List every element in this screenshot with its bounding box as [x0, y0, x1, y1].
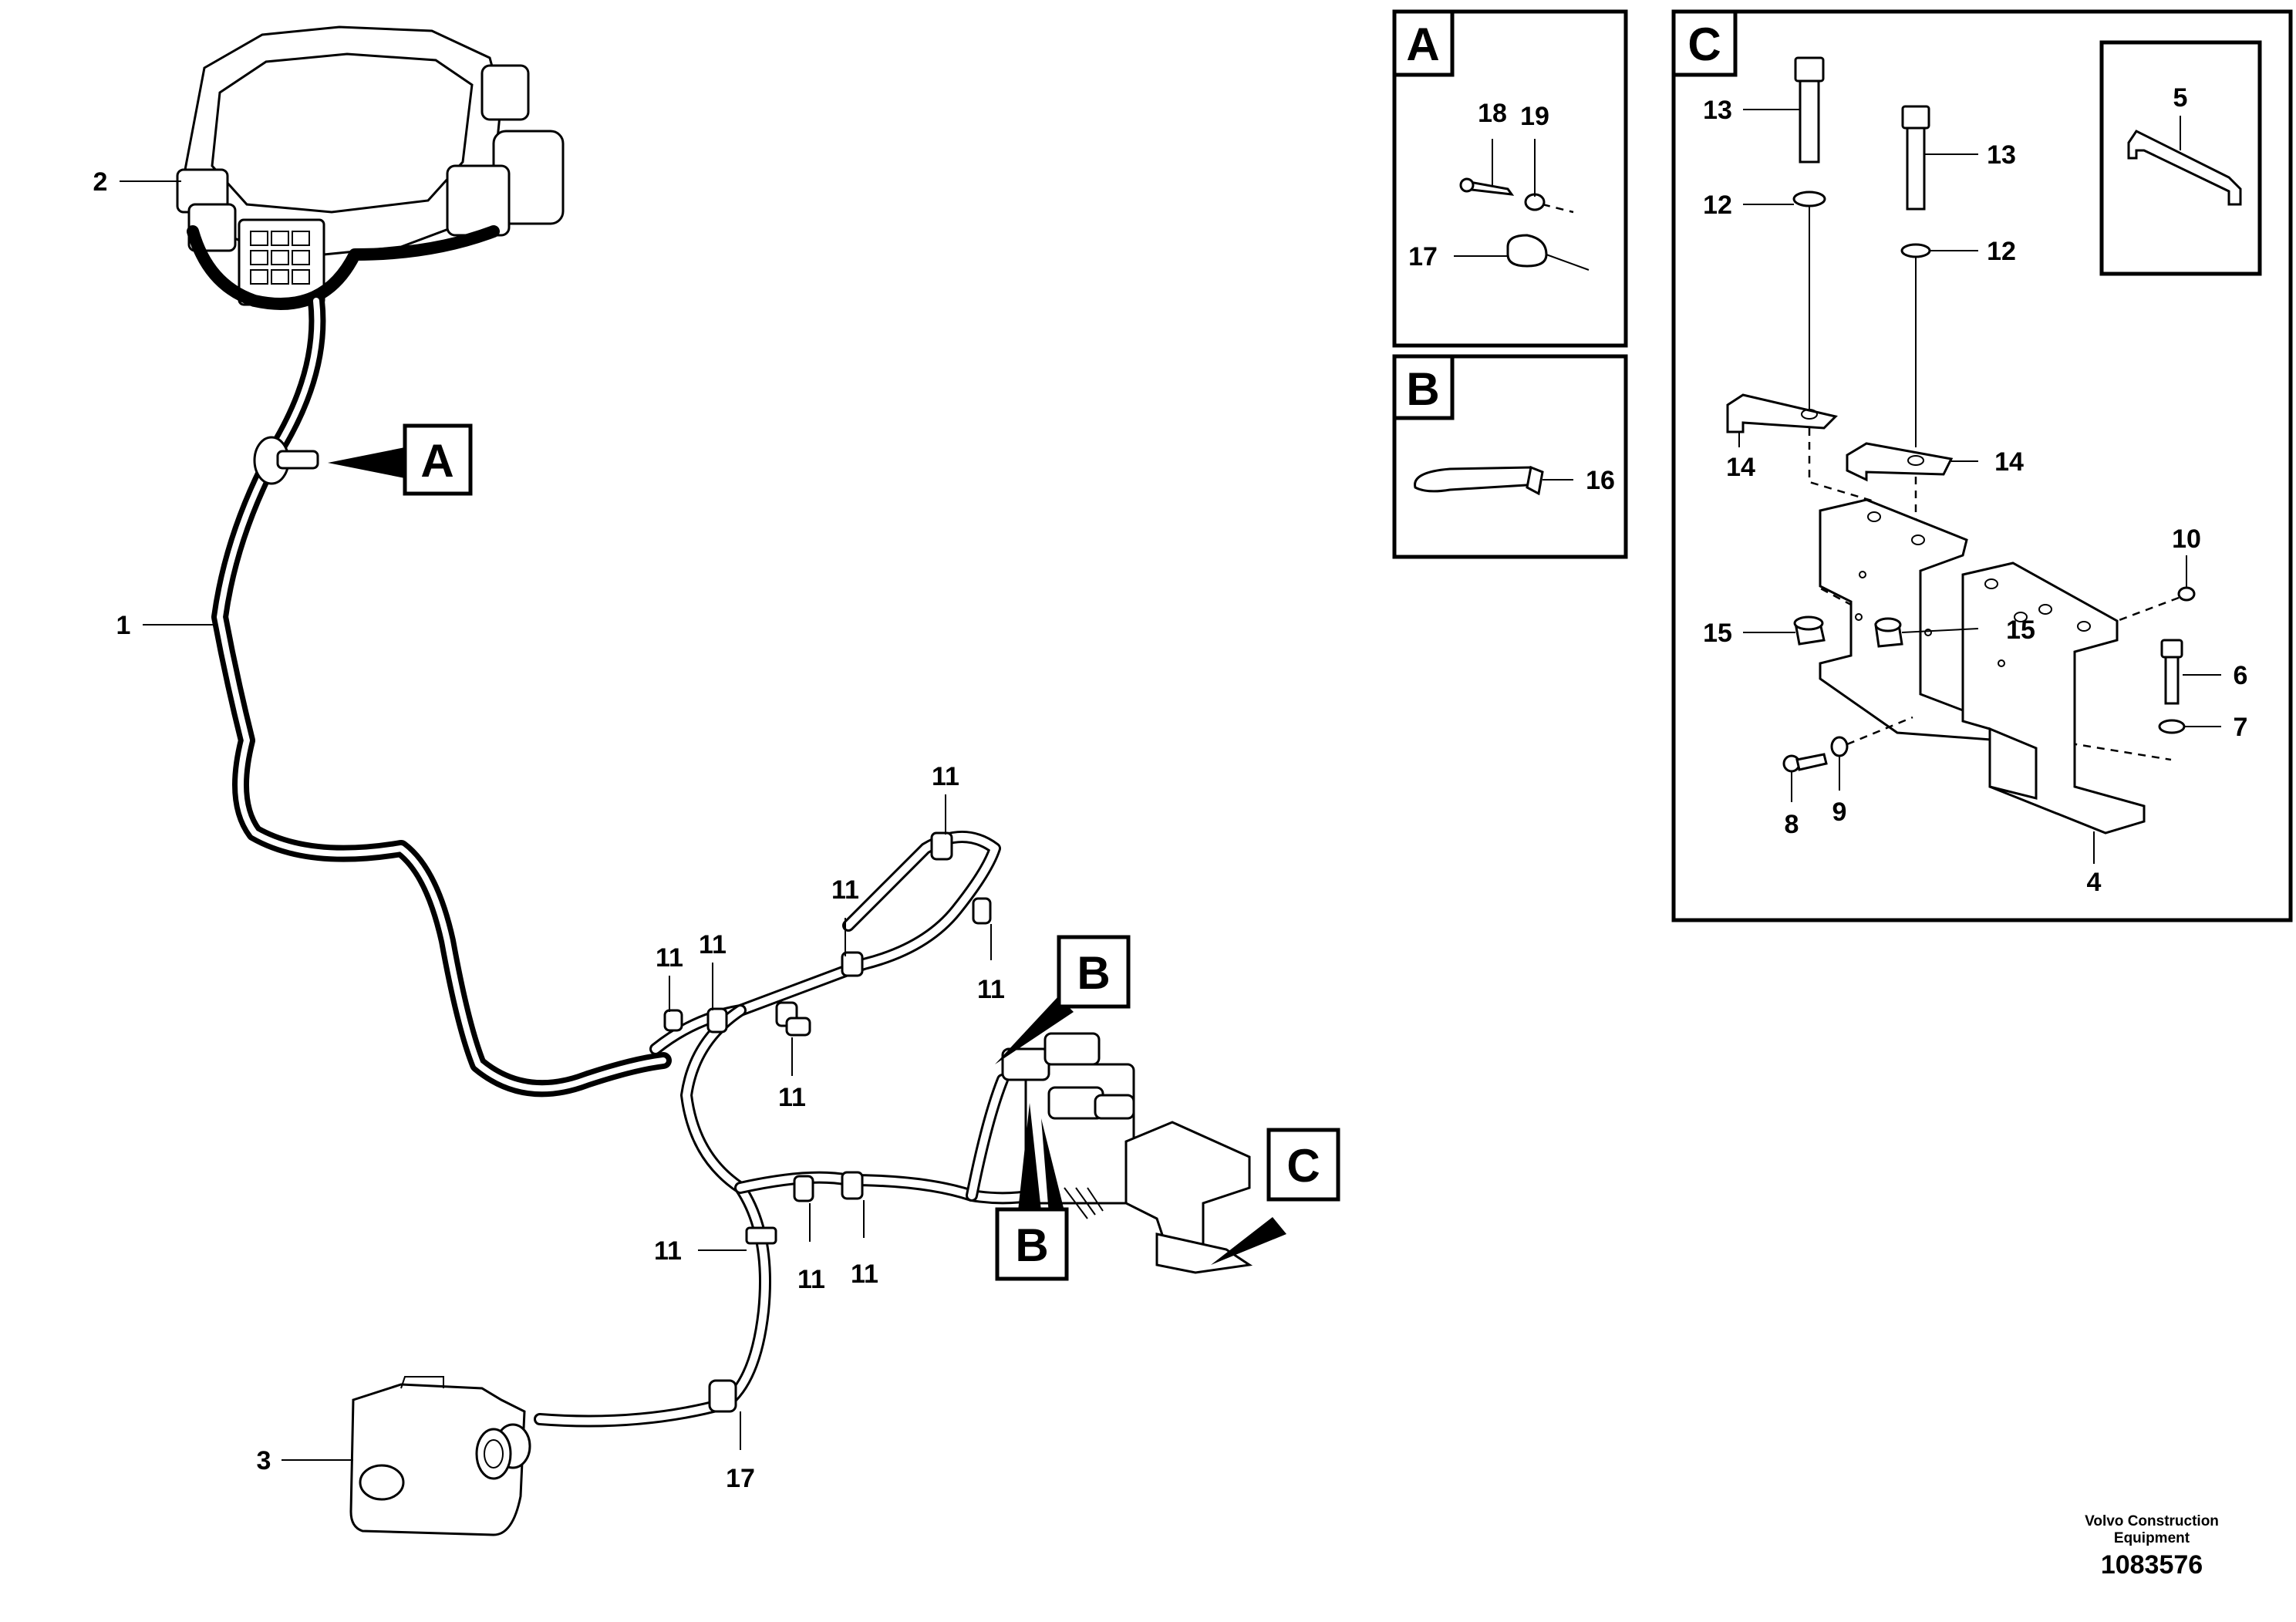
callout-13-left: 13 — [1703, 96, 1732, 125]
callout-11-e: 11 — [699, 930, 727, 959]
callout-5: 5 — [2173, 83, 2188, 113]
callout-11-c: 11 — [977, 975, 1005, 1004]
callout-11-g: 11 — [654, 1236, 682, 1266]
callout-7: 7 — [2234, 713, 2248, 742]
callout-13-right: 13 — [1987, 140, 2016, 170]
callout-11-h: 11 — [797, 1265, 825, 1294]
callout-10: 10 — [2172, 524, 2201, 554]
callout-11-d: 11 — [656, 943, 683, 973]
callout-9: 9 — [1832, 798, 1847, 827]
callout-1: 1 — [116, 611, 131, 640]
cab-harness — [534, 831, 1070, 1428]
brand-line-2: Equipment — [2113, 1530, 2190, 1546]
pointer-a-letter: A — [420, 435, 453, 487]
detail-a-letter: A — [1406, 19, 1439, 70]
callout-2: 2 — [93, 167, 108, 197]
callout-3: 3 — [257, 1446, 271, 1475]
callout-17-detail: 17 — [1408, 242, 1438, 271]
callout-11-f: 11 — [778, 1083, 806, 1112]
callout-12-left: 12 — [1703, 191, 1732, 220]
callout-14-left: 14 — [1726, 453, 1755, 482]
detail-b-box: B 16 — [1392, 354, 1628, 559]
callout-4: 4 — [2087, 868, 2102, 897]
callout-17: 17 — [726, 1464, 755, 1493]
main-harness — [211, 292, 672, 1098]
detail-c-box: C 5 13 13 12 12 14 14 — [1671, 9, 2293, 922]
callout-6: 6 — [2234, 661, 2248, 690]
detail-b-letter: B — [1406, 363, 1439, 415]
callout-15-left: 15 — [1703, 619, 1732, 648]
brand-label: Volvo Construction Equipment — [2052, 1513, 2252, 1547]
callout-8: 8 — [1785, 810, 1799, 839]
callout-19: 19 — [1520, 102, 1549, 131]
callout-14-right: 14 — [1994, 447, 2024, 477]
connector-plate — [349, 1376, 531, 1536]
callout-16: 16 — [1586, 466, 1615, 495]
callout-11-i: 11 — [851, 1259, 878, 1289]
callout-15-right: 15 — [2006, 615, 2035, 645]
callout-11-b: 11 — [831, 875, 859, 905]
pointer-b-upper-letter: B — [1077, 947, 1110, 999]
relay-block — [1001, 1032, 1253, 1274]
callout-18: 18 — [1478, 99, 1507, 128]
instrument-cluster — [176, 25, 565, 310]
callout-11-a: 11 — [932, 762, 959, 791]
pointer-c-letter: C — [1286, 1140, 1320, 1192]
detail-a-box: A 18 19 17 — [1392, 9, 1628, 348]
brand-line-1: Volvo Construction — [2085, 1513, 2219, 1529]
callout-12-right: 12 — [1987, 237, 2016, 266]
detail-c-letter: C — [1687, 19, 1721, 70]
document-number: 1083576 — [2100, 1550, 2203, 1580]
pointer-b-lower-letter: B — [1015, 1219, 1048, 1271]
main-callouts: 2 1 3 17 11 11 11 11 11 11 11 11 11 A — [93, 167, 1340, 1493]
